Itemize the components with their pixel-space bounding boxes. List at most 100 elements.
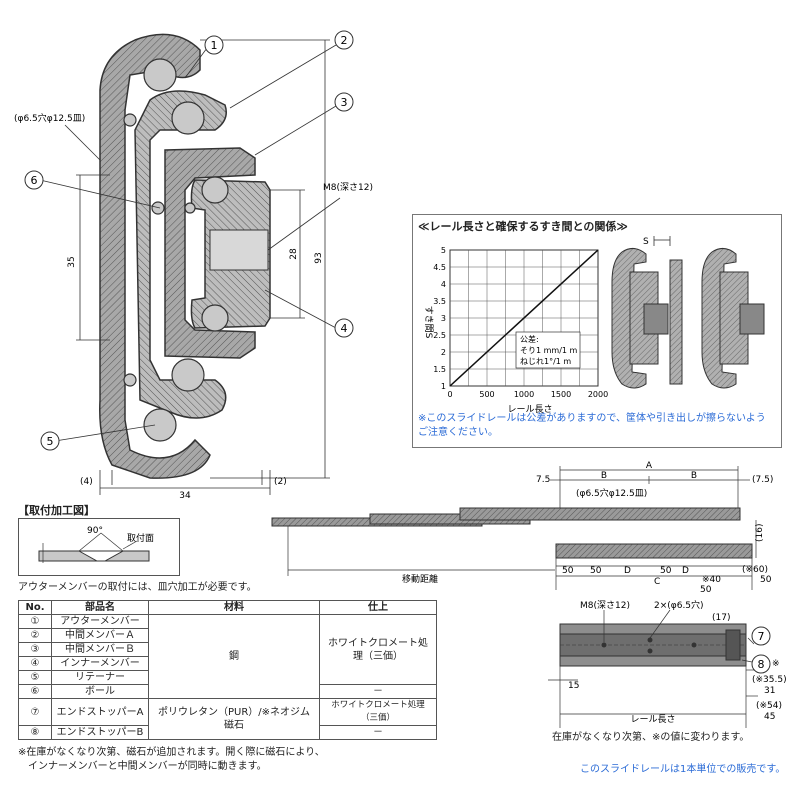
dim-d-2: D <box>682 566 689 576</box>
dim-93: 93 <box>314 252 324 263</box>
tolerance-line-3: ねじれ1°/1 m <box>520 357 571 366</box>
row-part-name: ボール <box>51 684 149 699</box>
callout-8 <box>751 654 771 674</box>
rail-outer <box>459 507 741 521</box>
tolerance-line-1: 公差: <box>520 334 539 344</box>
ball-side-3 <box>184 202 196 214</box>
end-stopper-b <box>725 629 741 661</box>
m8-thread-section <box>209 229 269 271</box>
m8-note: M8(深さ12) <box>323 182 373 193</box>
table-row: ① アウターメンバー 鋼 ホワイトクロメート処理（三価） <box>18 614 437 699</box>
callout-7 <box>751 626 771 646</box>
gap-chart-panel <box>412 214 782 448</box>
outer-member-section <box>99 33 211 479</box>
mounting-title: 【取付加工図】 <box>18 504 95 517</box>
dim-60: (※60) <box>742 565 768 575</box>
callout-1-label: 1 <box>211 39 218 52</box>
callout-8-mark: ※ <box>772 659 780 669</box>
dim-d-1: D <box>624 566 631 576</box>
ball-top-outer <box>143 58 177 92</box>
dim-b-right: B <box>691 471 697 481</box>
travel-distance: 移動距離 <box>402 573 438 585</box>
dim-17: (17) <box>712 613 730 623</box>
row-no: ③ <box>18 642 52 657</box>
table-row: ⑦ エンドストッパーA ポリウレタン（PUR）/※ネオジム磁石 ホワイトクロメー… <box>18 698 437 740</box>
ball-bottom-inner <box>201 304 229 332</box>
cross-section-drawing: 1 2 3 4 5 6 (φ6.5穴φ12.5皿) M8(深さ12) 35 28… <box>14 30 373 500</box>
y-tick-label: 2 <box>441 348 446 357</box>
x-tick-label: 500 <box>479 390 494 399</box>
row-part-name: リテーナー <box>51 670 149 685</box>
side-view-right <box>701 248 765 389</box>
dim-50-c: 50 <box>760 575 772 585</box>
m8-hole-1 <box>601 642 607 648</box>
countersink-angle: 90° <box>87 526 103 536</box>
callout-3 <box>334 92 354 112</box>
dim-50-b: 50 <box>700 585 712 595</box>
s-label: S <box>643 237 649 247</box>
m8-hole-3 <box>647 648 653 654</box>
header-part-name: 部品名 <box>51 600 149 615</box>
y-tick-label: 1.5 <box>433 365 446 374</box>
footnote-line-1: ※在庫がなくなり次第、磁石が追加されます。開く際に磁石により、 <box>18 747 325 758</box>
row-no: ④ <box>18 656 52 671</box>
row-no: ⑧ <box>18 725 52 740</box>
dim-54: (※54) <box>756 701 782 711</box>
row-no: ⑥ <box>18 684 52 699</box>
tolerance-box <box>515 331 581 369</box>
gap-chart-series <box>449 249 599 387</box>
dim-40: ※40 <box>702 575 721 585</box>
mounting-note: アウターメンバーの取付には、皿穴加工が必要です。 <box>18 582 257 593</box>
gap-chart-title: ≪レール長さと確保するすき間との関係≫ <box>418 220 628 233</box>
inner-rail-length: レール長さ <box>630 714 675 725</box>
inner-view-note: 在庫がなくなり次第、※の値に変わります。 <box>552 732 750 743</box>
callout-1 <box>204 35 224 55</box>
x-tick-label: 2000 <box>588 390 608 399</box>
ball-side-4 <box>123 373 137 387</box>
callout-7-label: 7 <box>758 630 765 643</box>
y-tick-label: 4.5 <box>433 263 446 272</box>
footnote-line-2: インナーメンバーと中間メンバーが同時に動きます。 <box>18 761 267 772</box>
m8-hole-2 <box>647 637 653 643</box>
side-view-left: S <box>611 236 683 389</box>
finish-chromate: ホワイトクロメート処理（三価） <box>319 614 437 685</box>
y-tick-label: 1 <box>441 382 446 391</box>
finish-chromate-a: ホワイトクロメート処理（三価） <box>319 698 437 726</box>
footnote: ※在庫がなくなり次第、磁石が追加されます。開く際に磁石により、 インナーメンバー… <box>18 746 325 774</box>
dim-c: C <box>654 577 660 587</box>
finish-dash: － <box>319 684 437 699</box>
ball-bottom-middle <box>171 358 205 392</box>
tolerance-line-2: そり1 mm/1 m <box>520 346 578 355</box>
dim-4: (4) <box>80 477 93 487</box>
dim-b-left: B <box>601 471 607 481</box>
parts-table-header: No. 部品名 材料 仕上 <box>18 600 437 615</box>
table-row: ⑤ リテーナー <box>18 670 437 685</box>
mounting-diagram-box: 90° 取付面 <box>18 518 180 576</box>
dim-16: (16) <box>755 524 765 542</box>
middle-member-a-section <box>134 90 227 419</box>
dim-45: 45 <box>764 712 775 722</box>
y-tick-label: 4 <box>441 280 446 289</box>
gap-chart-ylabel: すき間S <box>423 306 434 339</box>
gap-side-views: S <box>611 236 765 389</box>
dim-7-5-right: (7.5) <box>752 475 773 485</box>
countersink-diagram: 90° 取付面 <box>38 526 154 563</box>
header-no: No. <box>18 600 52 615</box>
row-part-name: エンドストッパーA <box>51 698 149 726</box>
row-part-name: エンドストッパーB <box>51 725 149 740</box>
gap-note-line-2: ご注意ください。 <box>418 427 498 438</box>
callout-5 <box>40 431 60 451</box>
row-no: ① <box>18 614 52 629</box>
dim-50-a: 50 <box>562 566 574 576</box>
callout-8-label: 8 <box>758 658 765 671</box>
m8-hole-4 <box>691 642 697 648</box>
gap-chart-note: ※このスライドレールは公差がありますので、筐体や引き出しが擦らないよう ご注意く… <box>418 412 778 440</box>
inner-holes-note: 2×(φ6.5穴) <box>654 599 704 611</box>
ball-bottom-outer <box>143 408 177 442</box>
dim-50-a3: 50 <box>660 566 672 576</box>
material-steel: 鋼 <box>148 614 320 699</box>
y-tick-label: 3.5 <box>433 297 446 306</box>
finish-dash-b: － <box>319 725 437 740</box>
middle-member-b-section <box>164 147 256 359</box>
